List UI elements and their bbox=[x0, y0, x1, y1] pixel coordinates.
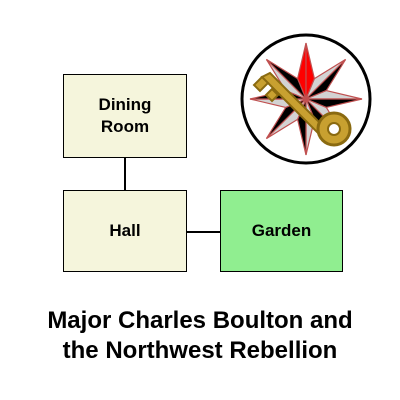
room-dining-room[interactable]: Dining Room bbox=[63, 74, 187, 158]
room-label-garden: Garden bbox=[251, 221, 312, 240]
page-title: Major Charles Boulton and the Northwest … bbox=[0, 306, 400, 366]
key-icon bbox=[252, 71, 352, 147]
title-line-1: Major Charles Boulton and bbox=[47, 307, 353, 334]
room-label-hall: Hall bbox=[109, 221, 141, 240]
connector-hall-garden bbox=[187, 231, 220, 233]
title-line-2: the Northwest Rebellion bbox=[62, 337, 338, 364]
room-map: Dining Room Hall Garden bbox=[63, 74, 343, 272]
star-segment bbox=[265, 58, 307, 100]
connector-dining-hall bbox=[124, 158, 126, 190]
room-garden[interactable]: Garden bbox=[220, 190, 343, 272]
room-label-dining-room: Dining Room bbox=[98, 95, 152, 136]
room-hall[interactable]: Hall bbox=[63, 190, 187, 272]
star-key-badge-icon bbox=[240, 33, 372, 165]
